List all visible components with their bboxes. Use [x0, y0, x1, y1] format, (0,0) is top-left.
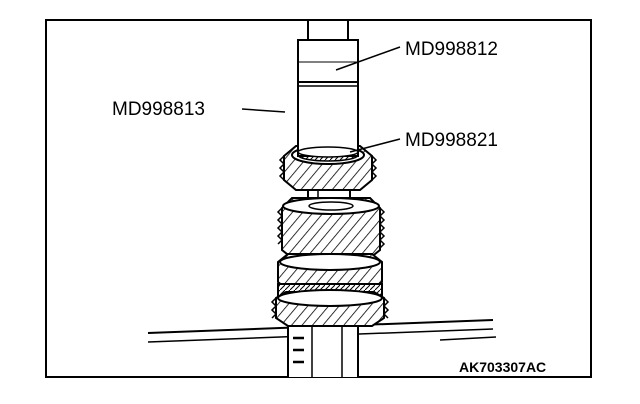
- label-md998812: MD998812: [405, 39, 498, 60]
- bar-md998812: [297, 20, 359, 83]
- label-md998813: MD998813: [112, 99, 205, 120]
- leader-lines: [241, 46, 401, 153]
- figure-id: AK703307AC: [459, 359, 546, 375]
- label-md998821: MD998821: [405, 130, 498, 151]
- installer-md998813: [297, 79, 359, 158]
- gear-stack: [270, 197, 390, 327]
